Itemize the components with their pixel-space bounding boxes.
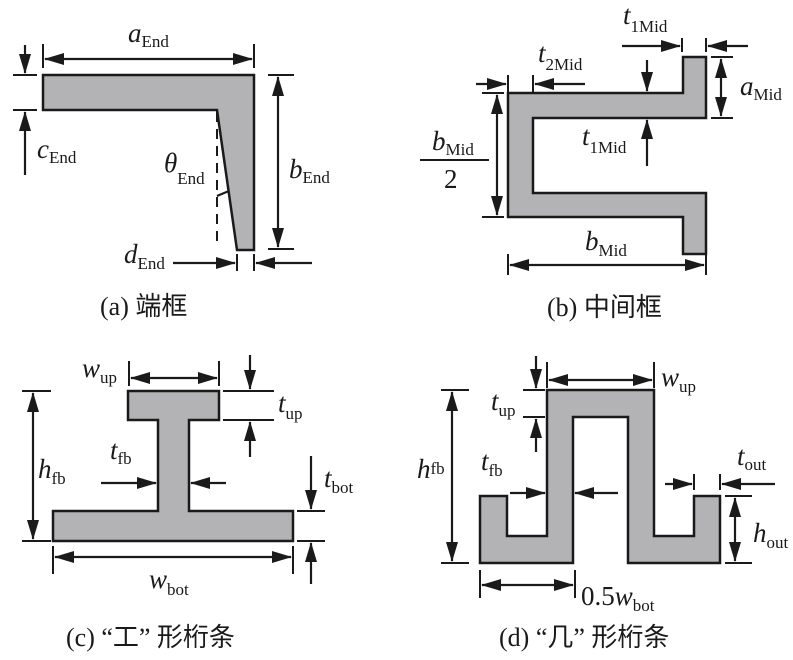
panel-d-hat-stringer: tup wup hfb tfb tout hout 0.5wbot (d) “几… — [417, 356, 789, 652]
label-wbot-c: wbot — [149, 564, 189, 599]
label-theta-end: θEnd — [164, 148, 205, 188]
label-a-end: aEnd — [128, 18, 169, 51]
label-tout-d: tout — [737, 441, 767, 474]
end-frame-section — [41, 73, 256, 252]
label-c-end: cEnd — [37, 134, 77, 167]
angle-arc — [216, 189, 230, 198]
label-hfb-d: hfb — [417, 454, 445, 484]
panel-a-end-frame: aEnd cEnd bEnd θEnd dEnd (a) 端框 — [13, 18, 330, 321]
label-tfb-d: tfb — [481, 446, 503, 480]
panel-b-middle-frame: t1Mid t2Mid t1Mid aMid bMid 2 bMid (b) 中… — [420, 0, 782, 322]
label-wup-c: wup — [82, 353, 117, 387]
label-b-end: bEnd — [289, 154, 330, 187]
label-tup-d: tup — [491, 386, 516, 420]
hat-stringer-section — [478, 388, 722, 565]
i-stringer-section — [51, 389, 295, 543]
label-half-wbot-d: 0.5wbot — [581, 581, 655, 615]
label-tfb-c: tfb — [110, 435, 132, 468]
label-hout-d: hout — [753, 518, 789, 552]
label-t2mid: t2Mid — [538, 38, 583, 74]
label-t1mid-top: t1Mid — [623, 0, 668, 36]
label-bmid: bMid — [585, 226, 627, 260]
label-bmid-half-denominator: 2 — [444, 164, 458, 194]
caption-a: (a) 端框 — [100, 292, 187, 321]
label-hfb-c: hfb — [38, 454, 66, 488]
label-bmid-half-numerator: bMid — [432, 126, 474, 159]
caption-c: (c) “工” 形桁条 — [66, 623, 235, 652]
label-wup-d: wup — [661, 362, 696, 396]
caption-d: (d) “几” 形桁条 — [499, 623, 669, 652]
label-d-end: dEnd — [124, 239, 165, 273]
panel-c-i-stringer: wup tup hfb tfb tbot wbot (c) “工” 形桁条 — [22, 353, 354, 652]
label-tup-c: tup — [278, 388, 303, 423]
caption-b: (b) 中间框 — [547, 293, 662, 322]
label-tbot-c: tbot — [324, 463, 354, 497]
label-amid: aMid — [740, 71, 782, 104]
label-t1mid-inner: t1Mid — [582, 121, 627, 157]
